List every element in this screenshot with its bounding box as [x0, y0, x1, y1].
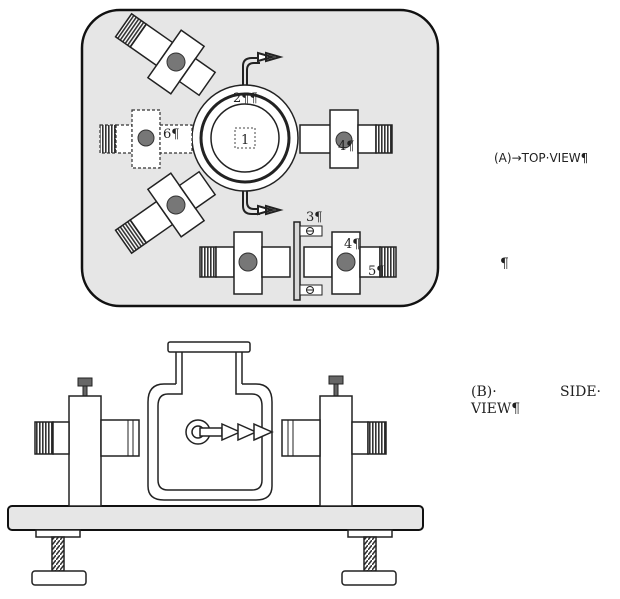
leveling-foot-left [31, 529, 87, 586]
side-probe [185, 419, 274, 445]
side-vessel [147, 341, 273, 501]
clamp-plate [293, 221, 323, 301]
top-view: 1 2¶¶ 3¶ 4¶ 4¶ 5¶ 6¶ [80, 8, 440, 308]
leveling-foot-right [341, 529, 397, 586]
micrometer-diagonal-upper [114, 12, 217, 97]
caption-side-view-word1: (B)· [471, 384, 497, 400]
micrometer-right [299, 109, 393, 169]
label-1: 1 [241, 133, 249, 148]
caption-side-view-word3: VIEW¶ [471, 401, 521, 417]
label-4-right: 4¶ [338, 139, 355, 154]
micrometer-bottom-right [303, 231, 397, 295]
label-6: 6¶ [163, 127, 180, 142]
side-micrometer-right [281, 375, 387, 507]
side-micrometer-left [34, 377, 140, 507]
hose-barb-top [242, 51, 284, 85]
label-3: 3¶ [306, 210, 323, 225]
micrometer-bottom-left [199, 231, 291, 295]
sample-holder [234, 127, 256, 149]
central-vessel [191, 84, 299, 192]
caption-side-view: (B)· SIDE· VIEW¶ [471, 384, 601, 418]
hose-barb-bottom [242, 191, 284, 216]
caption-top-view: (A)→TOP·VIEW¶ [494, 151, 589, 165]
caption-side-view-word2: SIDE· [559, 384, 601, 400]
micrometer-diagonal-lower [114, 170, 217, 255]
label-2: 2¶¶ [233, 91, 258, 106]
side-view [7, 341, 424, 586]
micrometer-left-dashed-knob [137, 129, 155, 147]
side-view-base-plate [7, 505, 424, 531]
label-4-bottom: 4¶ [344, 237, 361, 252]
pilcrow-mark: ¶ [500, 256, 509, 272]
label-5: 5¶ [368, 264, 385, 279]
